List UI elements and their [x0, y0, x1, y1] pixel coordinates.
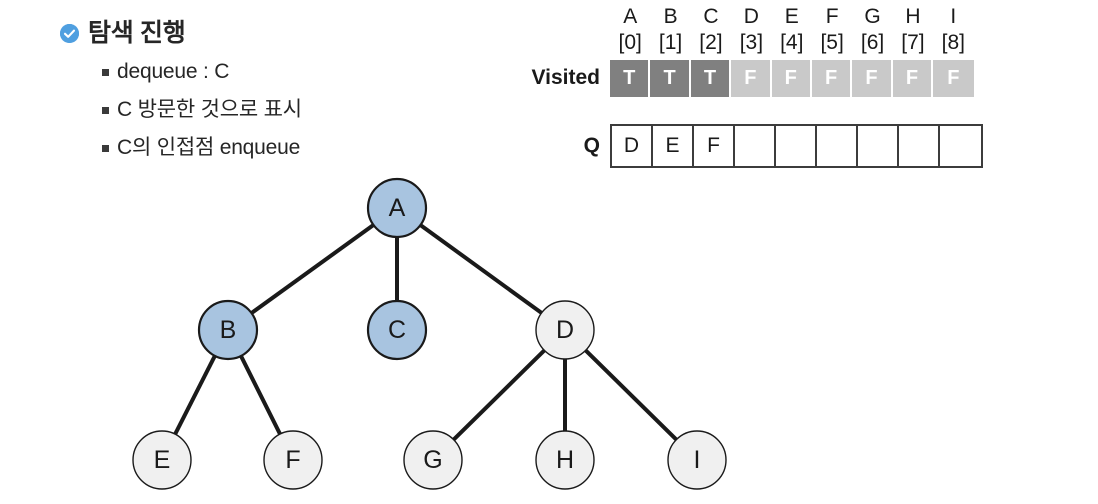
- visited-cell: T: [690, 59, 732, 97]
- tree-node-label: I: [694, 446, 701, 474]
- queue-cell: [899, 125, 940, 166]
- tree-node-f[interactable]: F: [263, 430, 323, 490]
- check-circle-icon: [60, 23, 79, 43]
- queue-cell: [817, 125, 858, 166]
- visited-cell: F: [731, 59, 772, 97]
- tree-edge-A-B: [249, 222, 376, 316]
- bullet-list: dequeue : C C 방문한 것으로 표시 C의 인접점 enqueue: [60, 58, 480, 172]
- visited-header-letter: C: [703, 5, 719, 28]
- queue-array: Q D E F: [505, 123, 983, 168]
- visited-header-letter: D: [743, 5, 759, 28]
- square-bullet-icon: [102, 69, 109, 76]
- tree-node-d[interactable]: D: [535, 300, 595, 360]
- visited-header-letter: A: [623, 5, 638, 28]
- list-item-label: C 방문한 것으로 표시: [117, 98, 302, 121]
- visited-index-label: [2]: [699, 31, 723, 55]
- tree-node-circle: [366, 299, 428, 361]
- tree-nodes: A B C D E F G H I: [132, 177, 727, 490]
- tree-node-label: C: [388, 316, 406, 344]
- visited-header-letter: E: [784, 5, 799, 28]
- visited-index-label: [4]: [780, 31, 804, 55]
- tree-node-circle: [263, 430, 323, 490]
- tree-edge-D-I: [583, 348, 679, 442]
- visited-cell: F: [852, 59, 893, 97]
- list-item: dequeue : C: [102, 58, 480, 96]
- tree-node-h[interactable]: H: [535, 430, 595, 490]
- queue-cell: [858, 125, 899, 166]
- tree-node-circle: [132, 430, 192, 490]
- queue-cell: [776, 125, 817, 166]
- tree-node-circle: [197, 299, 259, 361]
- tree-node-label: E: [154, 446, 171, 474]
- visited-cell: T: [610, 59, 651, 97]
- list-item: C의 인접점 enqueue: [102, 134, 480, 172]
- tree-node-circle: [535, 430, 595, 490]
- visited-cell: F: [811, 59, 853, 97]
- tree-node-g[interactable]: G: [403, 430, 463, 490]
- list-item-label: C의 인접점 enqueue: [117, 136, 301, 159]
- queue-array-label: Q: [583, 133, 600, 157]
- queue-cell: [735, 125, 776, 166]
- visited-array: Visited T T T F F F F F F: [505, 59, 983, 97]
- tree-node-e[interactable]: E: [132, 430, 192, 490]
- tree-node-label: D: [556, 316, 574, 344]
- visited-header-letter: H: [905, 5, 921, 28]
- tree-node-circle: [667, 430, 727, 490]
- arrays-panel: A B C D E F G H I [0] [1] [2] [3] [4] [5…: [505, 4, 983, 168]
- queue-cell: E: [653, 125, 694, 166]
- bullet-block: 탐색 진행 dequeue : C C 방문한 것으로 표시 C의 인접점 en…: [60, 16, 480, 172]
- tree-node-circle: [535, 300, 595, 360]
- tree-node-circle: [403, 430, 463, 490]
- visited-index-label: [1]: [658, 31, 683, 55]
- tree-edge-A-D: [418, 222, 544, 316]
- visited-cell: F: [933, 59, 974, 97]
- visited-cell: T: [650, 59, 691, 97]
- slide-title-row: 탐색 진행: [60, 16, 480, 50]
- tree-node-label: F: [285, 446, 300, 474]
- list-item: C 방문한 것으로 표시: [102, 96, 480, 134]
- visited-index-label: [0]: [618, 31, 642, 55]
- visited-header-letter: B: [663, 5, 678, 28]
- tree-node-i[interactable]: I: [667, 430, 727, 490]
- tree-edge-B-F: [238, 354, 283, 436]
- tree-node-label: A: [389, 194, 406, 222]
- visited-index-label: [6]: [860, 31, 885, 55]
- tree-node-label: H: [556, 446, 574, 474]
- visited-header-letter: F: [825, 5, 839, 28]
- tree-node-circle: [366, 177, 428, 239]
- tree-node-label: B: [220, 316, 237, 344]
- queue-cells: D E F: [610, 123, 983, 168]
- queue-cell: D: [612, 125, 653, 166]
- list-item-label: dequeue : C: [117, 60, 230, 83]
- queue-cell: F: [694, 125, 735, 166]
- visited-index-label: [5]: [820, 31, 844, 55]
- tree-edge-D-G: [451, 348, 547, 442]
- visited-index-label: [8]: [941, 31, 965, 55]
- tree-node-label: G: [423, 446, 442, 474]
- visited-cells: T T T F F F F F F: [610, 59, 974, 97]
- visited-header-indices: [0] [1] [2] [3] [4] [5] [6] [7] [8]: [610, 30, 983, 56]
- tree-node-c[interactable]: C: [366, 299, 428, 361]
- visited-header-letters: A B C D E F G H I: [610, 4, 983, 30]
- tree-node-a[interactable]: A: [366, 177, 428, 239]
- visited-index-label: [7]: [901, 31, 925, 55]
- tree-edge-B-E: [172, 354, 218, 436]
- visited-header-letter: G: [864, 5, 881, 28]
- square-bullet-icon: [102, 145, 109, 152]
- visited-cell: F: [771, 59, 812, 97]
- visited-array-label: Visited: [531, 66, 600, 89]
- visited-header-letter: I: [950, 5, 957, 28]
- visited-index-label: [3]: [739, 31, 764, 55]
- page-title: 탐색 진행: [88, 18, 186, 47]
- visited-cell: F: [892, 59, 934, 97]
- square-bullet-icon: [102, 107, 109, 114]
- queue-cell: [940, 125, 981, 166]
- tree-edges: [172, 222, 679, 442]
- tree-node-b[interactable]: B: [197, 299, 259, 361]
